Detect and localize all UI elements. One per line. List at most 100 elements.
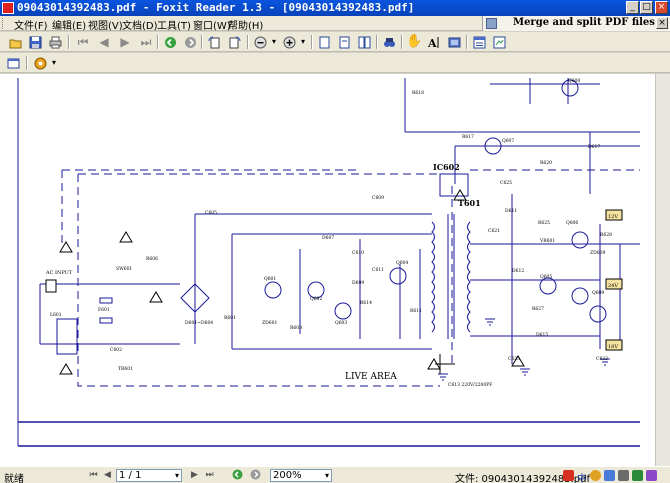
menu-file[interactable]: 文件(F) <box>14 21 48 32</box>
find-icon[interactable] <box>381 34 397 50</box>
page-dropdown-icon[interactable]: ▾ <box>174 471 179 480</box>
zoom-out-icon[interactable] <box>252 34 268 50</box>
c605-label: C605 <box>205 210 217 216</box>
zoom-value: 200% <box>273 470 302 481</box>
d611-label: D611 <box>505 208 517 214</box>
rotate-left-icon[interactable] <box>206 34 222 50</box>
d607-label: D607 <box>322 235 334 241</box>
menu-view[interactable]: 视图(V) <box>88 21 123 32</box>
tab-close-button[interactable]: × <box>656 17 668 29</box>
prev-page-icon[interactable]: ◀ <box>104 470 111 480</box>
zoom-out-dropdown-icon[interactable]: ▾ <box>271 37 276 46</box>
thumbnail-panel-icon[interactable] <box>491 34 507 50</box>
q606-label: Q606 <box>566 220 578 226</box>
maximize-button[interactable]: □ <box>640 1 653 14</box>
print-icon[interactable] <box>47 34 63 50</box>
menu-window[interactable]: 窗口(W) <box>193 21 231 32</box>
zoom-dropdown-icon[interactable]: ▾ <box>324 471 329 480</box>
q603-label: Q603 <box>335 320 347 326</box>
prev-page-icon[interactable]: ◀ <box>99 35 109 49</box>
go-forward-icon[interactable] <box>182 34 198 50</box>
menu-grip <box>2 18 5 29</box>
q602-label: Q602 <box>310 296 322 302</box>
save-icon[interactable] <box>27 34 43 50</box>
zd601-label: ZD601 <box>262 320 277 326</box>
q609-label: Q609 <box>592 290 604 296</box>
foxit-app-icon[interactable] <box>2 2 14 14</box>
r625-label: R625 <box>538 220 550 226</box>
page-number-field[interactable]: 1 / 1 ▾ <box>116 469 182 482</box>
toolbar-separator <box>26 56 28 70</box>
bookmark-panel-icon[interactable] <box>471 34 487 50</box>
ime-chinese-label[interactable]: 中 <box>577 474 587 483</box>
next-page-icon[interactable]: ▶ <box>191 470 198 480</box>
q608-label: Q608 <box>568 78 580 84</box>
skin-icon[interactable] <box>632 470 643 481</box>
plugin-icon[interactable] <box>32 55 48 71</box>
q607-label: Q607 <box>502 138 514 144</box>
rotate-right-icon[interactable] <box>226 34 242 50</box>
menu-help[interactable]: 帮助(H) <box>228 21 264 32</box>
snapshot-icon[interactable] <box>446 34 462 50</box>
toolbar-separator <box>247 35 249 49</box>
toolbar-separator <box>401 35 403 49</box>
punctuation-icon[interactable] <box>604 470 615 481</box>
go-back-icon[interactable] <box>162 34 178 50</box>
hand-tool-icon[interactable]: ✋ <box>406 34 423 49</box>
merge-split-label: Merge and split PDF files <box>513 17 655 28</box>
zoom-in-icon[interactable] <box>281 34 297 50</box>
merge-split-tab[interactable]: Merge and split PDF files × <box>482 16 670 31</box>
tr601-label: TR601 <box>118 366 133 372</box>
voltage-12v: 12V <box>608 214 618 220</box>
d609-label: D609 <box>352 280 364 286</box>
window-title: 09043014392483.pdf - Foxit Reader 1.3 - … <box>17 1 415 14</box>
r617-label: R617 <box>462 134 474 140</box>
keyboard-icon[interactable] <box>618 470 629 481</box>
ac-input-label: AC INPUT <box>45 270 73 276</box>
bridge-label: D601~D604 <box>185 320 213 326</box>
menu-document[interactable]: 文档(D) <box>122 21 158 32</box>
last-page-icon[interactable]: ⏭ <box>205 470 214 480</box>
first-page-icon[interactable]: ⏮ <box>89 470 98 480</box>
continuous-icon[interactable] <box>336 34 352 50</box>
r620-label: R620 <box>540 160 552 166</box>
status-ready: 就绪 <box>4 474 24 483</box>
open-icon[interactable] <box>7 34 23 50</box>
menu-tools[interactable]: 工具(T) <box>157 21 191 32</box>
secondary-toolbar: ▾ <box>0 53 670 73</box>
plugin-dropdown-icon[interactable]: ▾ <box>51 58 56 67</box>
form-icon[interactable] <box>5 55 21 71</box>
go-forward-icon[interactable] <box>249 469 262 482</box>
r606-label: R606 <box>146 256 158 262</box>
q605-label: Q605 <box>540 274 552 280</box>
zoom-field[interactable]: 200% ▾ <box>270 469 332 482</box>
moon-icon[interactable] <box>590 470 601 481</box>
file-name-label: 文件: 09043014392483.pdf <box>455 474 591 483</box>
close-button[interactable]: × <box>655 1 668 14</box>
c609-label: C609 <box>372 195 384 201</box>
text-select-icon[interactable]: A <box>426 34 442 50</box>
menu-edit[interactable]: 编辑(E) <box>52 21 87 32</box>
q601-label: Q601 <box>264 276 276 282</box>
go-back-icon[interactable] <box>231 469 244 482</box>
single-page-icon[interactable] <box>316 34 332 50</box>
zoom-in-dropdown-icon[interactable]: ▾ <box>300 37 305 46</box>
vertical-scrollbar[interactable] <box>655 74 670 466</box>
facing-icon[interactable] <box>356 34 372 50</box>
r611-label: R611 <box>410 308 422 314</box>
c613-label: C613 220V/2200PF <box>448 382 492 388</box>
zd609-label: ZD609 <box>590 250 605 256</box>
first-page-icon[interactable]: ⏮ <box>77 35 89 49</box>
next-page-icon[interactable]: ▶ <box>120 35 130 49</box>
tools-icon[interactable] <box>646 470 657 481</box>
minimize-button[interactable]: _ <box>626 1 639 14</box>
c622-label: C622 <box>596 356 608 362</box>
sogou-s-icon[interactable] <box>563 470 574 481</box>
r608-label: R608 <box>290 325 302 331</box>
document-view[interactable]: IC602 T601 LIVE AREA AC INPUT 12V 24V 18… <box>0 74 670 466</box>
f601-label: F601 <box>98 307 110 313</box>
toolbar-separator <box>201 35 203 49</box>
last-page-icon[interactable]: ⏭ <box>140 35 152 49</box>
toolbar-separator <box>311 35 313 49</box>
d617-label: D617 <box>588 144 600 150</box>
